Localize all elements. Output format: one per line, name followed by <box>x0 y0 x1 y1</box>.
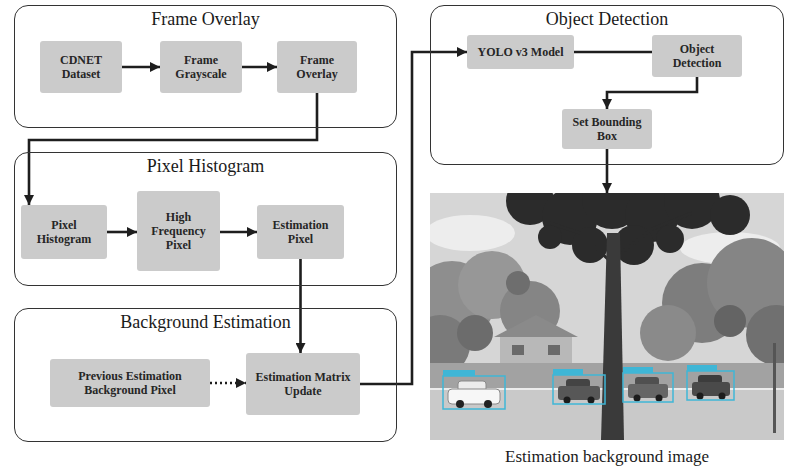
image-caption: Estimation background image <box>505 447 709 467</box>
box-label: Object Detection <box>657 42 737 70</box>
box-label: Previous Estimation Background Pixel <box>55 369 205 397</box>
flow-arrow <box>299 259 302 353</box>
right-trees <box>640 238 784 365</box>
box-label: Frame Grayscale <box>165 53 237 81</box>
flow-arrow <box>242 66 277 69</box>
panel-title: Background Estimation <box>15 312 396 333</box>
process-box: Frame Overlay <box>277 41 357 93</box>
process-box: High Frequency Pixel <box>137 191 220 271</box>
process-box: YOLO v3 Model <box>467 35 574 69</box>
box-label: Estimation Pixel <box>262 218 339 246</box>
box-label: YOLO v3 Model <box>478 45 564 59</box>
process-box: Estimation Matrix Update <box>246 353 360 415</box>
box-label: Frame Overlay <box>282 53 352 81</box>
result-image: Estimation background image <box>430 193 784 471</box>
panel-title: Object Detection <box>431 9 783 30</box>
panel-title: Frame Overlay <box>15 9 396 30</box>
branches <box>550 213 692 263</box>
box-label: Estimation Matrix Update <box>251 370 355 398</box>
process-box: Estimation Pixel <box>257 205 344 259</box>
box-label: Pixel Histogram <box>26 218 102 246</box>
tree-canopy <box>506 193 750 265</box>
process-box: Set Bounding Box <box>562 109 652 149</box>
flow-arrow <box>574 51 652 54</box>
white-car <box>448 381 500 408</box>
box-label: Set Bounding Box <box>567 115 647 143</box>
process-box: Pixel Histogram <box>21 205 107 259</box>
flow-arrow <box>210 382 246 385</box>
tree-trunk <box>601 233 624 440</box>
flow-arrow <box>607 77 697 109</box>
flow-arrow <box>220 231 257 234</box>
box-label: CDNET Dataset <box>45 53 117 81</box>
flow-arrow <box>107 231 137 234</box>
stage-panel: Background EstimationPrevious Estimation… <box>14 308 397 442</box>
stage-panel: Frame OverlayCDNET DatasetFrame Grayscal… <box>14 5 397 128</box>
houses <box>494 315 578 371</box>
pole <box>773 343 776 433</box>
process-box: CDNET Dataset <box>40 41 122 93</box>
stage-panel: Pixel HistogramPixel HistogramHigh Frequ… <box>14 152 397 286</box>
detection-tags <box>443 365 717 376</box>
detection-boxes <box>443 371 734 409</box>
box-label: High Frequency Pixel <box>142 210 215 252</box>
flow-arrow <box>360 52 467 384</box>
process-box: Frame Grayscale <box>160 41 242 93</box>
stage-panel: Object DetectionYOLO v3 ModelObject Dete… <box>430 5 784 165</box>
flow-arrow <box>122 66 160 69</box>
street-scene-photo <box>430 193 784 440</box>
dark-cars <box>558 375 730 404</box>
process-box: Previous Estimation Background Pixel <box>50 359 210 407</box>
flow-arrow <box>606 149 609 193</box>
process-box: Object Detection <box>652 35 742 77</box>
panel-title: Pixel Histogram <box>15 156 396 177</box>
flow-arrow <box>29 93 317 205</box>
